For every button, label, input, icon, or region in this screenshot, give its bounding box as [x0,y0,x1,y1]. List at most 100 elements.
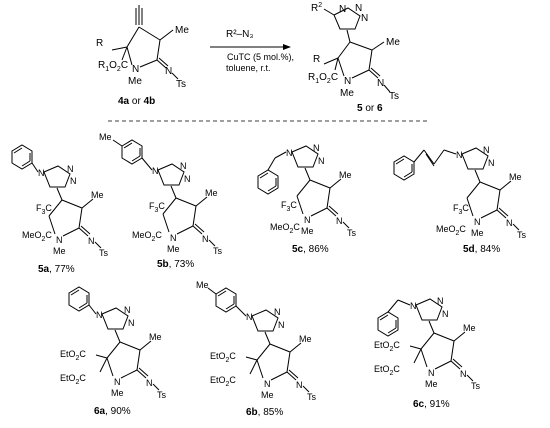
label-5a: 5a, 77% [38,264,75,275]
me-label: Me [386,37,400,48]
product-compound-label: 5 or 6 [357,103,383,114]
me-label: Me [299,334,312,344]
product-5-6: N N N R2 Me R R1O2C N Me N Ts [308,2,400,102]
n-me-label: Me [425,379,438,389]
n-me-label: Me [471,228,484,238]
r-label: R [96,38,103,49]
r1o2c-label: R1O2C [98,60,128,73]
r2-label: R2 [311,2,322,14]
n-me-label: Me [53,246,66,256]
compound-6b: Me N N N Me EtO2C EtO2C N Me N Ts [196,280,317,402]
n-label: N [428,368,435,378]
imine-n-label: N [296,380,303,390]
solvent-label: toluene, r.t. [226,63,271,73]
label-6a: 6a, 90% [94,406,131,417]
eto2c-label: EtO2C [374,364,400,377]
me-label: Me [463,323,476,333]
n1-label: N [339,4,346,15]
imine-n-label: N [460,369,467,379]
imine-n-label: N [377,78,384,89]
n2-label: N [355,3,362,14]
label-5d: 5d, 84% [463,244,500,255]
me-label: Me [205,188,218,198]
imine-n-label: N [506,218,513,228]
me-label: Me [175,25,189,36]
n-me-label: Me [111,388,124,398]
me-label: Me [149,332,162,342]
n-label: N [128,318,135,328]
meo2c-label: MeO2C [132,230,162,243]
n-label: N [286,148,293,158]
n-label: N [456,150,463,160]
n-label: N [278,320,285,330]
n-label: N [38,168,45,178]
ts-label: Ts [471,381,481,391]
ts-label: Ts [213,246,223,256]
f3c-label: F3C [149,201,165,214]
f3c-label: F3C [36,203,52,216]
n-label: N [488,158,495,168]
reagent-label: R²–N₃ [226,29,253,40]
n-label: N [114,377,121,387]
ts-label: Ts [517,230,527,240]
start-compound-label: 4a or 4b [118,96,155,107]
n-label: N [442,309,449,319]
reaction-arrow: R²–N₃ CuTC (5 mol.%), toluene, r.t. [210,29,294,73]
n-label: N [180,161,187,171]
ts-label: Ts [157,390,167,400]
n-label: N [274,307,281,317]
imine-n-label: N [165,66,172,77]
compound-5d: N N N Me F3C MeO2C N Me N Ts [393,145,527,240]
ts-label: Ts [347,228,357,238]
compound-5c: N N N Me F3C MeO2C N Me N Ts [257,143,357,238]
n-me-label: Me [340,88,354,99]
n-label: N [246,312,253,322]
eto2c-label: EtO2C [60,349,86,362]
n-label: N [318,156,325,166]
ts-label: Ts [176,79,186,90]
n-label: N [152,166,159,176]
compound-6c: N N N Me EtO2C EtO2C N Me N Ts [374,296,481,391]
n-label: N [474,217,481,227]
n-label: N [437,296,444,306]
n-label: N [304,215,311,225]
compound-5a: N N N Me F3C MeO2C N Me N Ts [11,144,109,258]
me-label: Me [196,280,209,290]
compound-6a: N N N Me EtO2C EtO2C N Me N Ts [60,286,167,400]
catalyst-label: CuTC (5 mol.%), [227,52,294,62]
ts-label: Ts [307,392,317,402]
n-label: N [96,310,103,320]
n-label: N [132,64,139,75]
n-me-label: Me [301,226,314,236]
compound-5b: Me N N N Me F3C MeO2C N Me N Ts [99,132,223,256]
n-label: N [410,301,417,311]
label-5b: 5b, 73% [157,259,194,270]
label-5c: 5c, 86% [292,244,329,255]
n-label: N [56,235,63,245]
n3-label: N [361,13,368,24]
n-label: N [124,305,131,315]
n-label: N [184,174,191,184]
n-label: N [483,145,490,155]
ts-label: Ts [389,91,399,102]
me-label: Me [339,170,352,180]
imine-n-label: N [88,236,95,246]
me-label: Me [509,172,522,182]
n-me-label: Me [261,390,274,400]
eto2c-label: EtO2C [60,373,86,386]
r1o2c-label: R1O2C [308,72,338,85]
meo2c-label: MeO2C [436,224,466,237]
n-label: N [67,164,74,174]
imine-n-label: N [202,234,209,244]
n-label: N [344,76,351,87]
n-label: N [170,233,177,243]
n-label: N [313,143,320,153]
me-label: Me [91,190,104,200]
n-me-label: Me [167,244,180,254]
f3c-label: F3C [453,203,469,216]
imine-n-label: N [146,378,153,388]
f3c-label: F3C [281,200,297,213]
me-label: Me [99,132,112,142]
meo2c-label: MeO2C [22,230,52,243]
